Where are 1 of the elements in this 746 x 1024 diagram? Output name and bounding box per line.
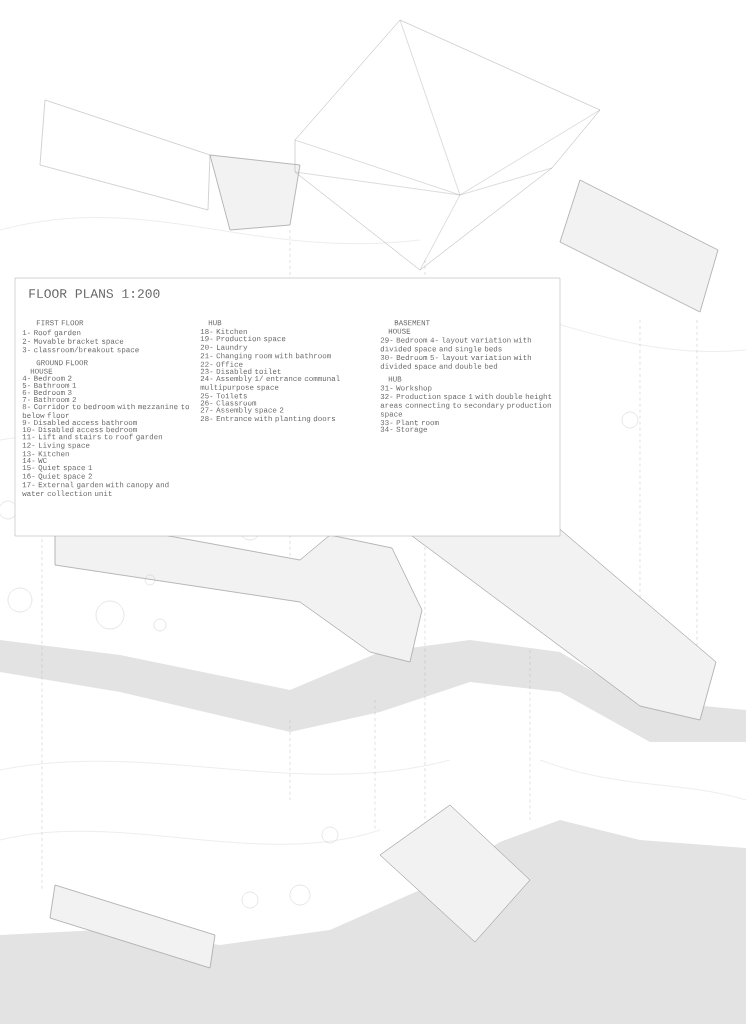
plan-title: FLOOR PLANS 1:200 — [29, 289, 160, 298]
